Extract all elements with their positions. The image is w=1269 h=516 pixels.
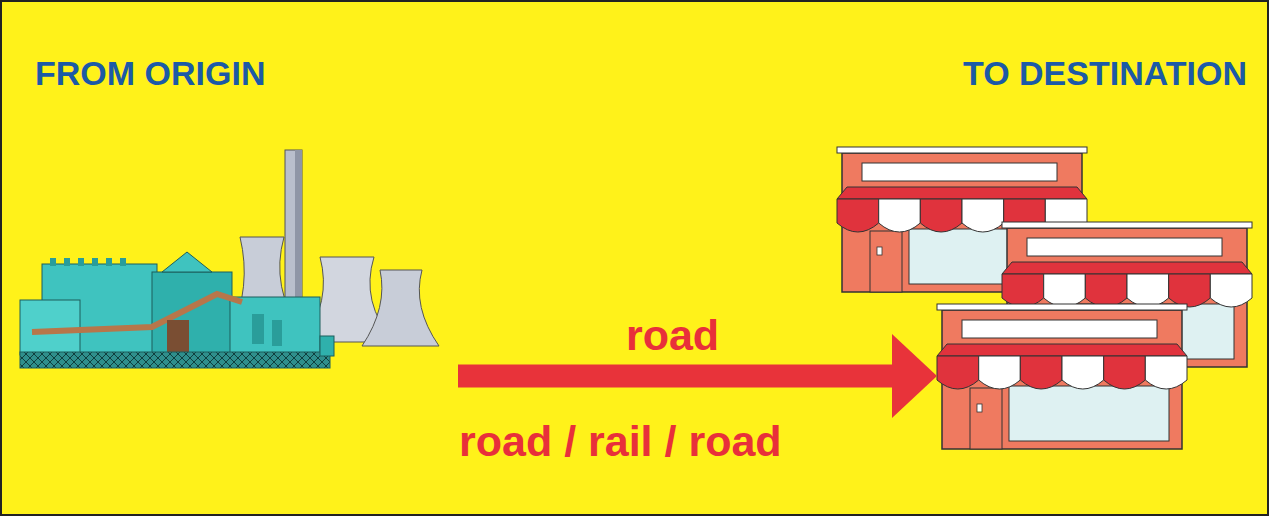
edge-label: road [626, 314, 719, 357]
heading-text: TO DESTINATION [963, 56, 1247, 90]
node-region: FROM ORIGIN [20, 56, 458, 376]
node-region: TO DESTINATION [937, 56, 1247, 461]
route-label: road / rail / road [459, 420, 782, 463]
factory-illustration [20, 150, 439, 368]
arrow-head [892, 334, 937, 418]
shops-illustration [837, 147, 1252, 449]
arrow-shaft [458, 365, 893, 388]
heading-text: FROM ORIGIN [35, 56, 265, 90]
